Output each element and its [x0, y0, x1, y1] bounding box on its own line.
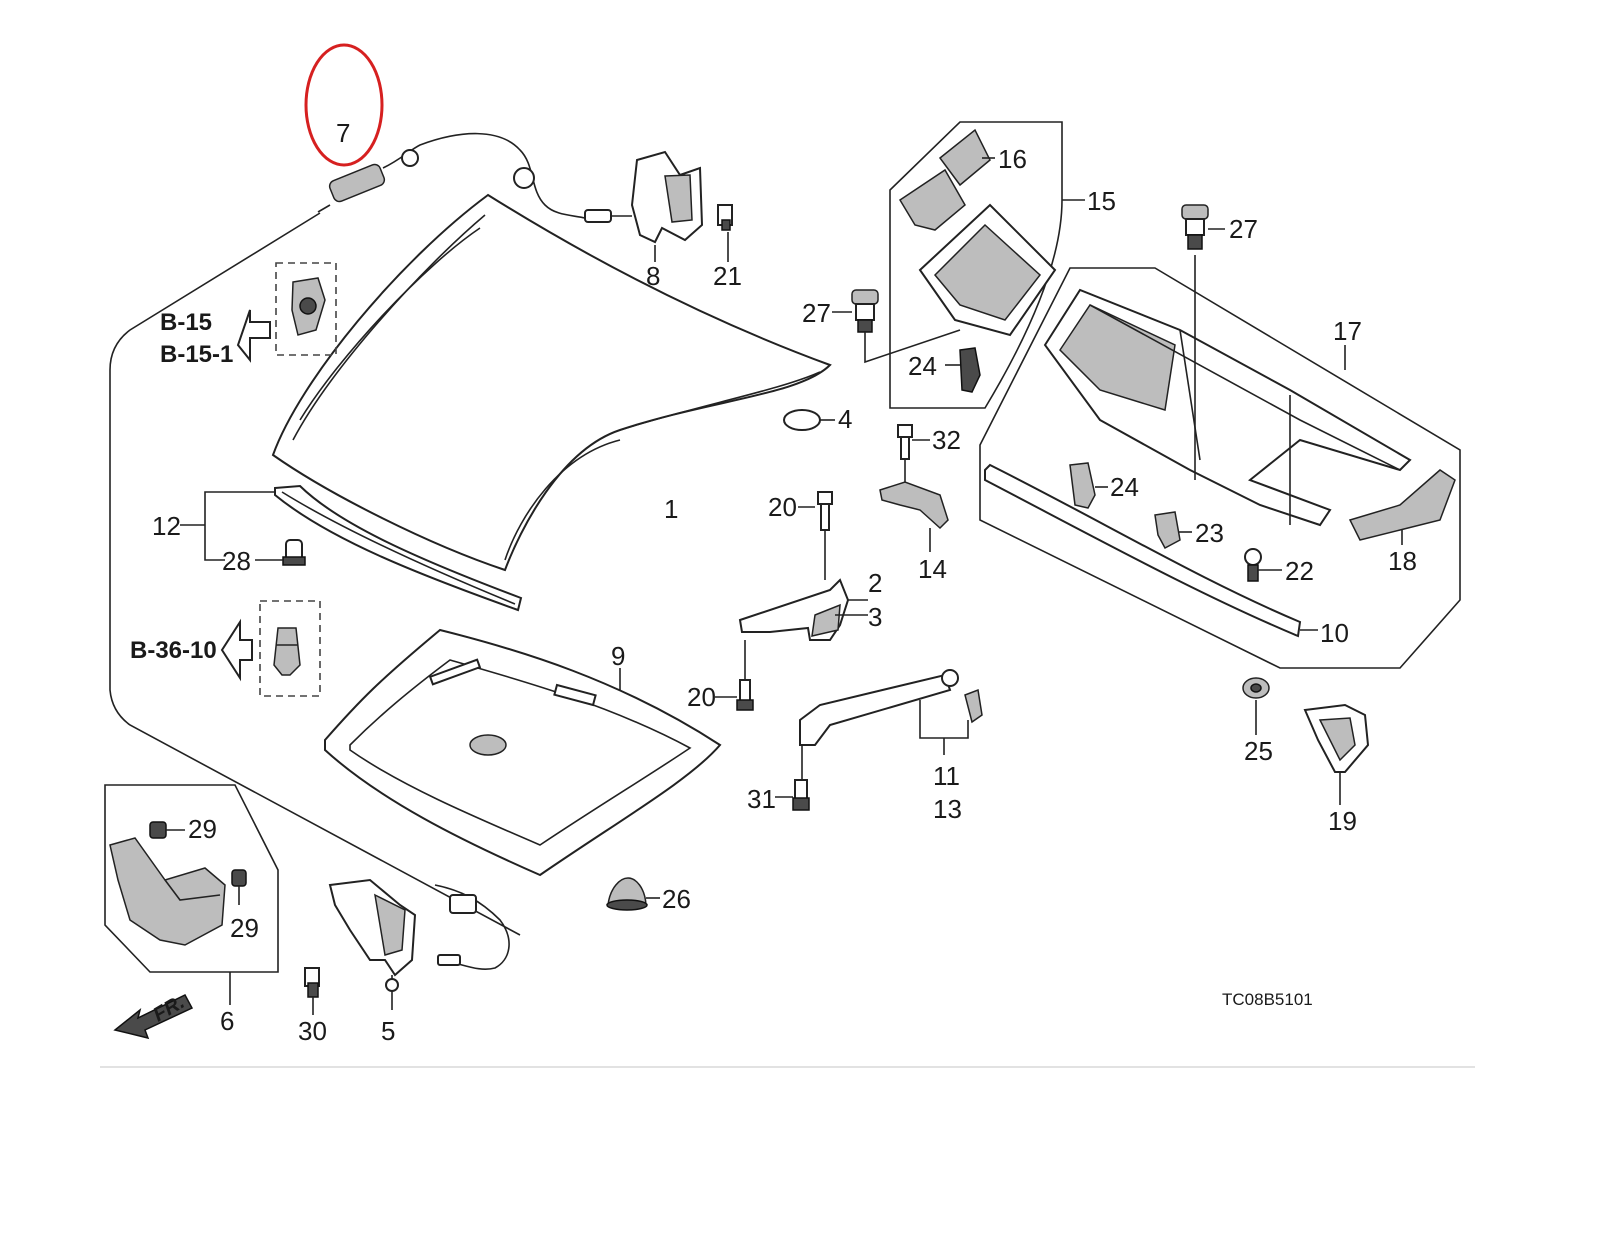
ref-arrow-b15	[236, 309, 271, 363]
hood-latch	[328, 878, 417, 1010]
ref-arrow-b36	[220, 618, 253, 682]
hood-assembly-outline	[109, 212, 521, 936]
callout-14: 14	[918, 554, 947, 584]
callout-22: 22	[1285, 556, 1314, 586]
cowl-side-cover	[898, 128, 991, 231]
callout-12: 12	[152, 511, 181, 541]
cowl-top-cover	[918, 203, 1057, 337]
callout-24b: 24	[1110, 472, 1139, 502]
cowl-clip-23	[1154, 511, 1181, 550]
callout-2: 2	[868, 568, 882, 598]
cowl-clip-22	[1244, 548, 1262, 582]
cowl-bracket	[1303, 703, 1370, 773]
ref-label-b15-1: B-15-1	[160, 341, 233, 368]
callout-17: 17	[1333, 316, 1362, 346]
callout-18: 18	[1388, 546, 1417, 576]
side-bracket	[109, 837, 226, 946]
cowl-clip-27	[851, 289, 879, 333]
cowl-clip-24b	[1069, 462, 1096, 509]
callout-32: 32	[932, 425, 961, 455]
latch-cable	[434, 884, 510, 970]
hinge-bolt-bottom	[736, 640, 754, 711]
cowl-seal-strip	[984, 463, 1302, 638]
stop-bolt	[897, 424, 913, 482]
callout-25: 25	[1244, 736, 1273, 766]
callout-4: 4	[838, 404, 852, 434]
callout-19: 19	[1328, 806, 1357, 836]
clip-b36	[273, 627, 301, 676]
hood-grommet	[783, 409, 821, 431]
clip-b15	[291, 277, 326, 336]
hood-panel	[271, 193, 832, 572]
ref-label-b36-10: B-36-10	[130, 637, 217, 664]
callout-20b: 20	[687, 682, 716, 712]
ref-label-b15: B-15	[160, 309, 212, 336]
cowl-clip-24	[959, 347, 981, 393]
insulator-clip	[606, 877, 648, 911]
callout-5: 5	[381, 1016, 395, 1046]
cowl-panel-group-outline	[979, 267, 1461, 669]
hinge-bolt-top	[817, 491, 833, 580]
hood-stop-bracket	[879, 481, 949, 530]
hood-insulator	[324, 628, 722, 877]
bracket-clip-right	[231, 869, 247, 905]
clip-ref-box-b36	[259, 600, 321, 697]
callout-1: 1	[664, 494, 678, 524]
latch-bolt-30	[304, 967, 320, 1015]
callout-23: 23	[1195, 518, 1224, 548]
callout-15: 15	[1087, 186, 1116, 216]
callout-10: 10	[1320, 618, 1349, 648]
callout-31: 31	[747, 784, 776, 814]
callout-24a: 24	[908, 351, 937, 381]
callout-6: 6	[220, 1006, 234, 1036]
bracket-clip-top	[149, 821, 185, 839]
cowl-grommet	[1242, 677, 1270, 699]
hood-release-cable	[317, 132, 632, 223]
clip-ref-box-b15	[275, 262, 337, 356]
cowl-clip-27b	[1181, 204, 1209, 250]
callout-28: 28	[222, 546, 251, 576]
callout-21: 21	[713, 261, 742, 291]
callout-29a: 29	[188, 814, 217, 844]
hood-support-strut	[792, 669, 983, 811]
hood-latch-bracket	[630, 150, 704, 262]
callout-13: 13	[933, 794, 962, 824]
callout-8: 8	[646, 261, 660, 291]
cowl-top-panel	[1043, 288, 1412, 527]
highlight-circle	[304, 43, 384, 167]
callout-20a: 20	[768, 492, 797, 522]
callout-7: 7	[336, 118, 350, 148]
callout-3: 3	[868, 602, 882, 632]
callout-9: 9	[611, 641, 625, 671]
cowl-end-cap	[1348, 469, 1456, 541]
callout-27b: 27	[1229, 214, 1258, 244]
front-arrow-icon	[113, 994, 194, 1040]
hood-hinge	[738, 578, 850, 641]
callout-29b: 29	[230, 913, 259, 943]
bracket-group-outline	[104, 784, 279, 973]
callout-11: 11	[933, 761, 960, 791]
seal-clip	[282, 539, 306, 566]
callout-27a: 27	[802, 298, 831, 328]
latch-bolt	[717, 204, 733, 262]
hood-seal-strip	[274, 484, 523, 612]
callout-16: 16	[998, 144, 1027, 174]
drawing-code: TC08B5101	[1222, 990, 1313, 1009]
callout-26: 26	[662, 884, 691, 914]
callout-30: 30	[298, 1016, 327, 1046]
